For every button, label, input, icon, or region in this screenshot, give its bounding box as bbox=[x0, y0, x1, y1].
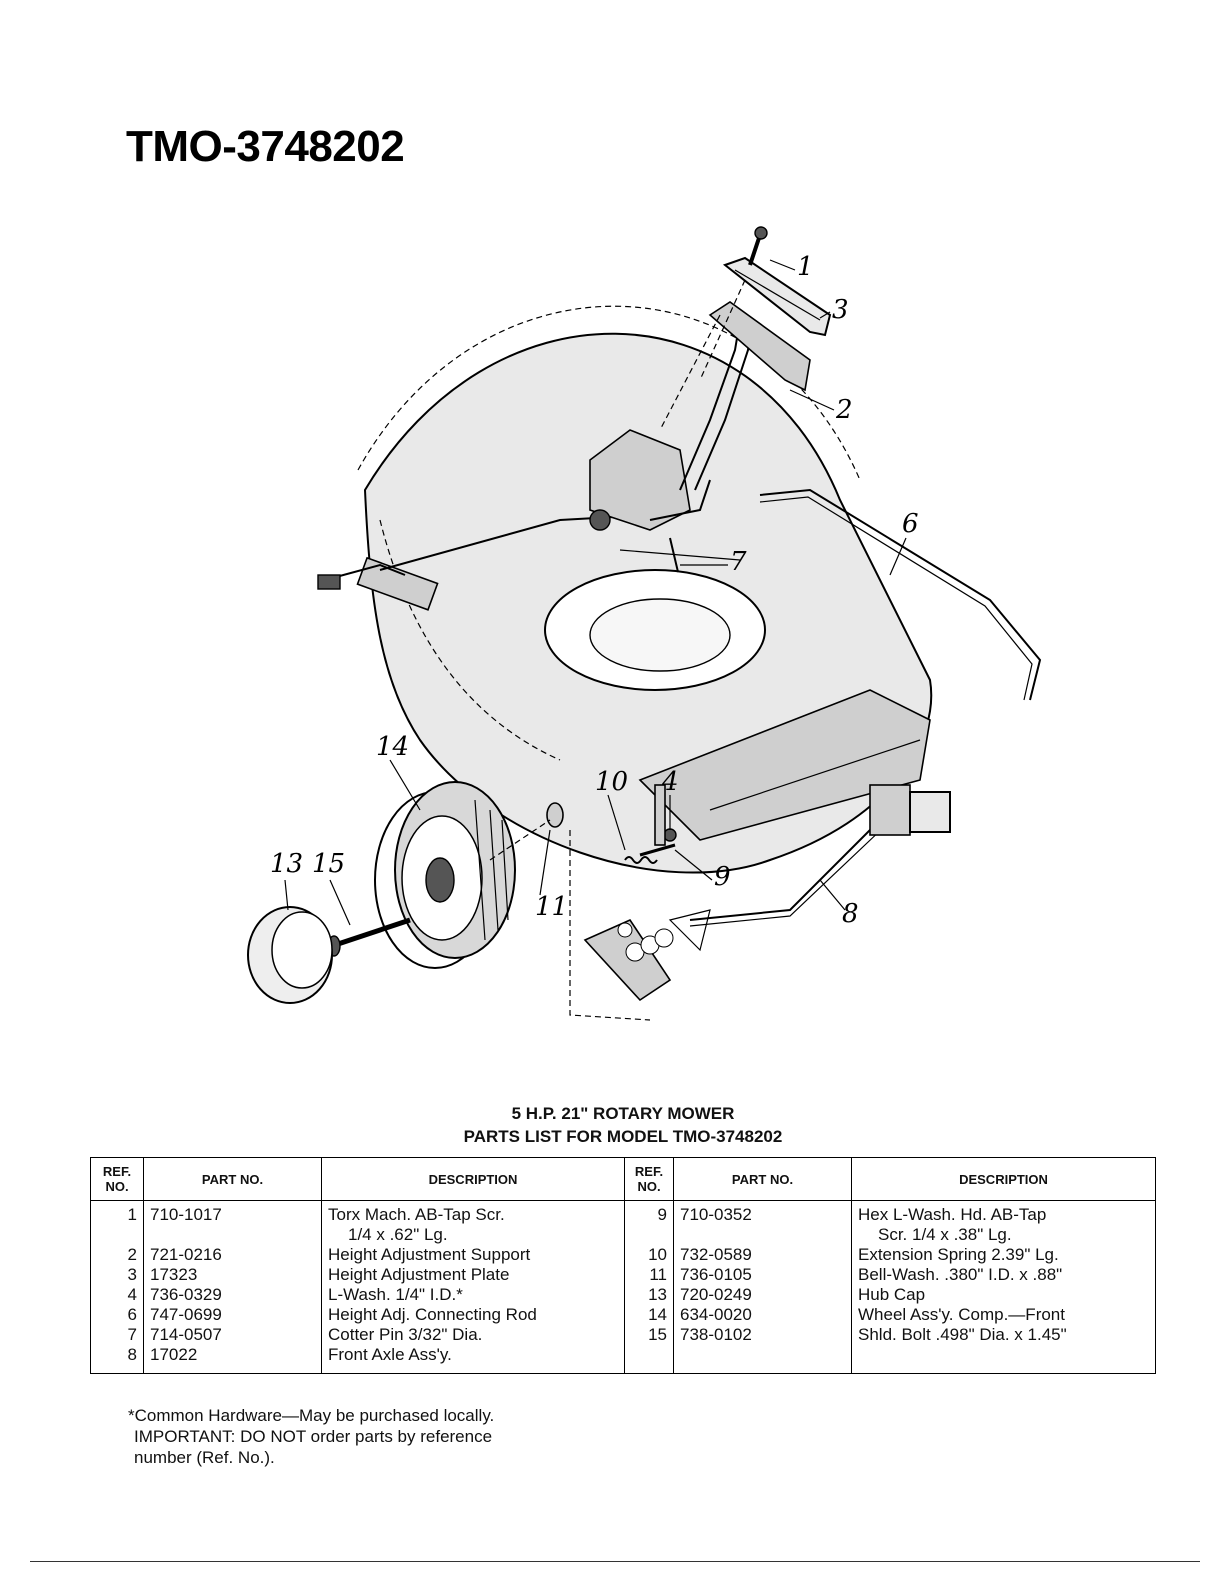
front-skirt bbox=[638, 689, 931, 841]
right-desc-cell: Hex L-Wash. Hd. AB-Tap Scr. 1/4 x .38" L… bbox=[851, 1200, 1156, 1374]
right-desc: Hex L-Wash. Hd. AB-Tap bbox=[858, 1205, 1047, 1224]
right-part: 634-0020 bbox=[680, 1305, 752, 1324]
hub-cap bbox=[247, 906, 333, 1004]
parts-list-table: REF. NO. PART NO. DESCRIPTION REF. NO. P… bbox=[90, 1157, 1156, 1374]
extension-spring bbox=[624, 856, 658, 864]
left-ref: 1 bbox=[127, 1205, 137, 1224]
left-part: 714-0507 bbox=[150, 1325, 222, 1344]
left-ref: 6 bbox=[127, 1305, 137, 1324]
left-part: 721-0216 bbox=[150, 1245, 222, 1264]
callout-7: 7 bbox=[730, 547, 747, 577]
right-ref: 10 bbox=[648, 1245, 667, 1264]
left-part: 17323 bbox=[150, 1265, 198, 1284]
col-part-no-2: PART NO. bbox=[673, 1157, 852, 1201]
callout-1: 1 bbox=[797, 252, 814, 282]
col-ref-no: REF. NO. bbox=[90, 1157, 144, 1201]
callout-8: 8 bbox=[842, 899, 859, 929]
parts-list-heading-line2: PARTS LIST FOR MODEL TMO-3748202 bbox=[463, 1127, 783, 1146]
right-desc: Hub Cap bbox=[858, 1285, 926, 1304]
left-part: 747-0699 bbox=[150, 1305, 222, 1324]
callout-11: 11 bbox=[535, 892, 568, 922]
left-desc: Cotter Pin 3/32" Dia. bbox=[328, 1325, 483, 1344]
bottom-divider bbox=[30, 1561, 1200, 1562]
right-desc: Shld. Bolt .498" Dia. x 1.45" bbox=[858, 1325, 1067, 1344]
cotter-pin bbox=[669, 537, 679, 573]
right-part: 710-0352 bbox=[680, 1205, 752, 1224]
table-header-row: REF. NO. PART NO. DESCRIPTION REF. NO. P… bbox=[90, 1157, 1156, 1201]
front-wheel bbox=[374, 781, 516, 969]
callout-6: 6 bbox=[902, 509, 919, 539]
left-desc-cell: Torx Mach. AB-Tap Scr. 1/4 x .62" Lg. He… bbox=[321, 1200, 625, 1374]
callout-15: 15 bbox=[312, 849, 345, 879]
right-desc: Scr. 1/4 x .38" Lg. bbox=[878, 1225, 1012, 1244]
col-ref-no-2: REF. NO. bbox=[624, 1157, 674, 1201]
footnotes: *Common Hardware—May be purchased locall… bbox=[128, 1405, 494, 1468]
right-part: 732-0589 bbox=[680, 1245, 752, 1264]
right-ref: 9 bbox=[657, 1205, 667, 1224]
left-desc: 1/4 x .62" Lg. bbox=[348, 1225, 448, 1244]
right-ref: 14 bbox=[648, 1305, 667, 1324]
left-part-cell: 710-1017 721-0216 17323 736-0329 747-069… bbox=[143, 1200, 322, 1374]
callout-13: 13 bbox=[270, 849, 303, 879]
right-part-cell: 710-0352 732-0589 736-0105 720-0249 634-… bbox=[673, 1200, 852, 1374]
left-desc: Height Adjustment Support bbox=[328, 1245, 531, 1264]
callout-14: 14 bbox=[376, 732, 409, 762]
bell-washer bbox=[546, 802, 564, 828]
footnote-common-hardware: *Common Hardware—May be purchased locall… bbox=[128, 1406, 495, 1425]
callout-3: 3 bbox=[832, 295, 849, 325]
right-desc: Wheel Ass'y. Comp.—Front bbox=[858, 1305, 1065, 1324]
height-adjustment-connecting-rod bbox=[759, 488, 1042, 701]
right-ref: 15 bbox=[648, 1325, 667, 1344]
plate-support bbox=[708, 301, 811, 392]
footnote-ref-no: number (Ref. No.). bbox=[134, 1448, 275, 1467]
right-part: 736-0105 bbox=[680, 1265, 752, 1284]
col-description-2: DESCRIPTION bbox=[851, 1157, 1156, 1201]
left-part: 736-0329 bbox=[150, 1285, 222, 1304]
right-ref: 11 bbox=[649, 1265, 667, 1284]
col-description: DESCRIPTION bbox=[321, 1157, 625, 1201]
left-desc: Height Adj. Connecting Rod bbox=[328, 1305, 537, 1324]
left-desc: L-Wash. 1/4" I.D.* bbox=[328, 1285, 463, 1304]
left-ref-cell: 1 2 3 4 6 7 8 bbox=[90, 1200, 144, 1374]
parts-list-heading-line1: 5 H.P. 21" ROTARY MOWER bbox=[511, 1104, 735, 1123]
left-ref: 2 bbox=[127, 1245, 137, 1264]
footnote-important: IMPORTANT: DO NOT order parts by referen… bbox=[134, 1427, 493, 1446]
model-title: TMO-3748202 bbox=[126, 122, 405, 171]
height-adjustment-support bbox=[356, 556, 439, 611]
right-desc: Extension Spring 2.39" Lg. bbox=[858, 1245, 1059, 1264]
left-part: 710-1017 bbox=[150, 1205, 222, 1224]
left-ref: 3 bbox=[127, 1265, 137, 1284]
exploded-parts-diagram: 1 3 2 6 7 14 10 4 9 8 11 13 15 bbox=[247, 226, 1042, 1021]
torx-screw bbox=[748, 234, 762, 266]
callout-9: 9 bbox=[714, 862, 731, 892]
callout-10: 10 bbox=[595, 767, 628, 797]
front-axle bbox=[689, 819, 881, 921]
left-ref: 7 bbox=[127, 1325, 137, 1344]
left-part: 17022 bbox=[150, 1345, 198, 1364]
left-desc: Torx Mach. AB-Tap Scr. bbox=[328, 1205, 505, 1224]
table-body-row: 1 2 3 4 6 7 8 710-1017 721-0216 17323 73… bbox=[90, 1200, 1156, 1374]
callout-4: 4 bbox=[661, 767, 679, 797]
right-part: 720-0249 bbox=[680, 1285, 752, 1304]
right-part: 738-0102 bbox=[680, 1325, 752, 1344]
front-bracket bbox=[583, 918, 672, 1002]
callout-2: 2 bbox=[835, 395, 853, 425]
height-adjustment-assembly bbox=[589, 429, 691, 531]
left-ref: 4 bbox=[127, 1285, 137, 1304]
left-desc: Height Adjustment Plate bbox=[328, 1265, 510, 1284]
right-desc: Bell-Wash. .380" I.D. x .88" bbox=[858, 1265, 1063, 1284]
hex-bolt bbox=[639, 843, 676, 857]
left-ref: 8 bbox=[127, 1345, 137, 1364]
height-adjustment-plate bbox=[722, 256, 832, 337]
right-ref-cell: 9 10 11 13 14 15 bbox=[624, 1200, 674, 1374]
col-part-no: PART NO. bbox=[143, 1157, 322, 1201]
left-desc: Front Axle Ass'y. bbox=[328, 1345, 452, 1364]
right-ref: 13 bbox=[648, 1285, 667, 1304]
